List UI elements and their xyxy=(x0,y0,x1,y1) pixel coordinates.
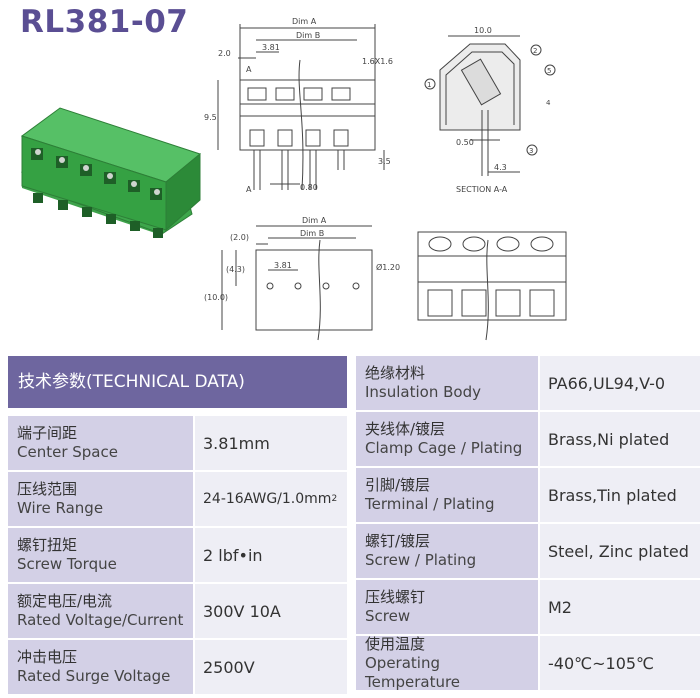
top-view-drawing xyxy=(217,24,385,191)
spec-value-sup: 2 xyxy=(331,494,338,504)
top-offset: 2.0 xyxy=(218,49,231,58)
table-row: 螺钉/镀层 Screw / Plating Steel, Zinc plated xyxy=(356,524,700,578)
product-photo xyxy=(20,107,202,238)
top-dim-a: Dim A xyxy=(292,17,317,26)
table-row: 夹线体/镀层 Clamp Cage / Plating Brass,Ni pla… xyxy=(356,412,700,466)
spec-label: 端子间距 Center Space xyxy=(8,416,193,470)
technical-data-table: 技术参数(TECHNICAL DATA) 端子间距 Center Space 3… xyxy=(0,356,700,698)
spec-value: M2 xyxy=(540,580,700,634)
section-view-labels: 10.0 0.50 4.3 SECTION A-A 1 2 3 4 5 xyxy=(427,26,551,194)
callout-2: 2 xyxy=(533,47,537,55)
spec-label-zh: 螺钉/镀层 xyxy=(365,532,431,550)
callout-3: 3 xyxy=(529,147,533,155)
front-view-drawing xyxy=(417,231,567,341)
table-right-column: 绝缘材料 Insulation Body PA66,UL94,V-0 夹线体/镀… xyxy=(356,356,700,692)
spec-label-en: Insulation Body xyxy=(365,383,481,401)
spec-label-en: Center Space xyxy=(17,443,118,461)
spec-label-zh: 冲击电压 xyxy=(17,648,78,666)
spec-label-zh: 螺钉扭矩 xyxy=(17,536,78,554)
top-pin-len: 3.5 xyxy=(378,157,391,166)
spec-value: 2500V xyxy=(195,640,347,694)
section-width: 10.0 xyxy=(474,26,492,35)
spec-label: 压线范围 Wire Range xyxy=(8,472,193,526)
spec-label: 绝缘材料 Insulation Body xyxy=(356,356,538,410)
drawing-canvas: Dim A Dim B 3.81 2.0 9.5 3.5 0.80 1.6X1.… xyxy=(20,17,567,341)
table-row: 端子间距 Center Space 3.81mm xyxy=(8,416,347,470)
spec-label: 额定电压/电流 Rated Voltage/Current xyxy=(8,584,193,638)
bottom-hole-dia: Ø1.20 xyxy=(376,262,400,272)
bottom-view-drawing xyxy=(221,225,373,341)
bottom-view-labels: Dim A Dim B (2.0) 3.81 Ø1.20 (10.0) (4.3… xyxy=(204,216,400,302)
bottom-dim-a: Dim A xyxy=(302,216,327,225)
table-row: 额定电压/电流 Rated Voltage/Current 300V 10A xyxy=(8,584,347,638)
spec-label-en: Screw Torque xyxy=(17,555,117,573)
spec-value: 3.81mm xyxy=(195,416,347,470)
top-view-labels: Dim A Dim B 3.81 2.0 9.5 3.5 0.80 1.6X1.… xyxy=(204,17,393,194)
section-view-drawing xyxy=(424,35,556,176)
spec-label-zh: 绝缘材料 xyxy=(365,364,426,382)
spec-value: -40℃~105℃ xyxy=(540,636,700,690)
spec-label: 使用温度 Operating Temperature xyxy=(356,634,538,691)
callout-5: 5 xyxy=(547,67,551,75)
table-row: 引脚/镀层 Terminal / Plating Brass,Tin plate… xyxy=(356,468,700,522)
bottom-dim-b: Dim B xyxy=(300,229,324,238)
spec-label-en: Rated Voltage/Current xyxy=(17,611,184,629)
section-depth: 4.3 xyxy=(494,163,507,172)
spec-label-en: Rated Surge Voltage xyxy=(17,667,171,685)
spec-label-zh: 端子间距 xyxy=(17,424,78,442)
spec-value: Brass,Tin plated xyxy=(540,468,700,522)
bottom-offset: (2.0) xyxy=(230,233,249,242)
spec-value: Steel, Zinc plated xyxy=(540,524,700,578)
spec-value: 300V 10A xyxy=(195,584,347,638)
spec-value-text: 24-16AWG/1.0mm xyxy=(203,491,332,507)
spec-label-zh: 夹线体/镀层 xyxy=(365,420,446,438)
bottom-pitch: 3.81 xyxy=(274,261,292,270)
spec-label-en: Clamp Cage / Plating xyxy=(365,439,523,457)
spec-label-en: Screw xyxy=(365,607,411,625)
top-square-pin: 1.6X1.6 xyxy=(362,57,393,66)
spec-label-zh: 压线螺钉 xyxy=(365,588,426,606)
product-title: RL381-07 xyxy=(20,4,189,40)
section-wire-dia: 0.50 xyxy=(456,138,474,147)
table-row: 使用温度 Operating Temperature -40℃~105℃ xyxy=(356,634,700,691)
table-row: 绝缘材料 Insulation Body PA66,UL94,V-0 xyxy=(356,356,700,410)
top-dim-b: Dim B xyxy=(296,31,320,40)
spec-label-en: Screw / Plating xyxy=(365,551,477,569)
table-row: 压线螺钉 Screw M2 xyxy=(356,580,700,634)
table-header: 技术参数(TECHNICAL DATA) xyxy=(8,356,347,408)
spec-value: Brass,Ni plated xyxy=(540,412,700,466)
spec-label-en: Wire Range xyxy=(17,499,104,517)
bottom-height-b: (4.3) xyxy=(226,265,245,274)
bottom-height-a: (10.0) xyxy=(204,293,228,302)
top-height: 9.5 xyxy=(204,113,217,122)
top-section-marker-2: A xyxy=(246,185,252,194)
spec-label-en: Terminal / Plating xyxy=(365,495,495,513)
technical-drawings: Dim A Dim B 3.81 2.0 9.5 3.5 0.80 1.6X1.… xyxy=(20,17,567,341)
table-left-column: 技术参数(TECHNICAL DATA) 端子间距 Center Space 3… xyxy=(8,356,347,696)
spec-label-zh: 使用温度 xyxy=(365,634,426,653)
callout-1: 1 xyxy=(427,81,431,89)
spec-label: 螺钉/镀层 Screw / Plating xyxy=(356,524,538,578)
spec-label-zh: 压线范围 xyxy=(17,480,78,498)
callout-4: 4 xyxy=(546,99,551,107)
spec-label: 引脚/镀层 Terminal / Plating xyxy=(356,468,538,522)
table-row: 冲击电压 Rated Surge Voltage 2500V xyxy=(8,640,347,694)
spec-value: 2 lbf•in xyxy=(195,528,347,582)
table-row: 螺钉扭矩 Screw Torque 2 lbf•in xyxy=(8,528,347,582)
spec-label-zh: 额定电压/电流 xyxy=(17,592,113,610)
top-pitch: 3.81 xyxy=(262,43,280,52)
spec-label: 冲击电压 Rated Surge Voltage xyxy=(8,640,193,694)
spec-label: 压线螺钉 Screw xyxy=(356,580,538,634)
top-section-marker-1: A xyxy=(246,65,252,74)
table-header-title: 技术参数(TECHNICAL DATA) xyxy=(18,372,245,392)
top-pin-width: 0.80 xyxy=(300,183,318,192)
spec-label-en: Operating Temperature xyxy=(365,653,461,691)
spec-label: 夹线体/镀层 Clamp Cage / Plating xyxy=(356,412,538,466)
spec-label: 螺钉扭矩 Screw Torque xyxy=(8,528,193,582)
spec-label-zh: 引脚/镀层 xyxy=(365,476,431,494)
section-caption: SECTION A-A xyxy=(456,185,508,194)
spec-value: PA66,UL94,V-0 xyxy=(540,356,700,410)
